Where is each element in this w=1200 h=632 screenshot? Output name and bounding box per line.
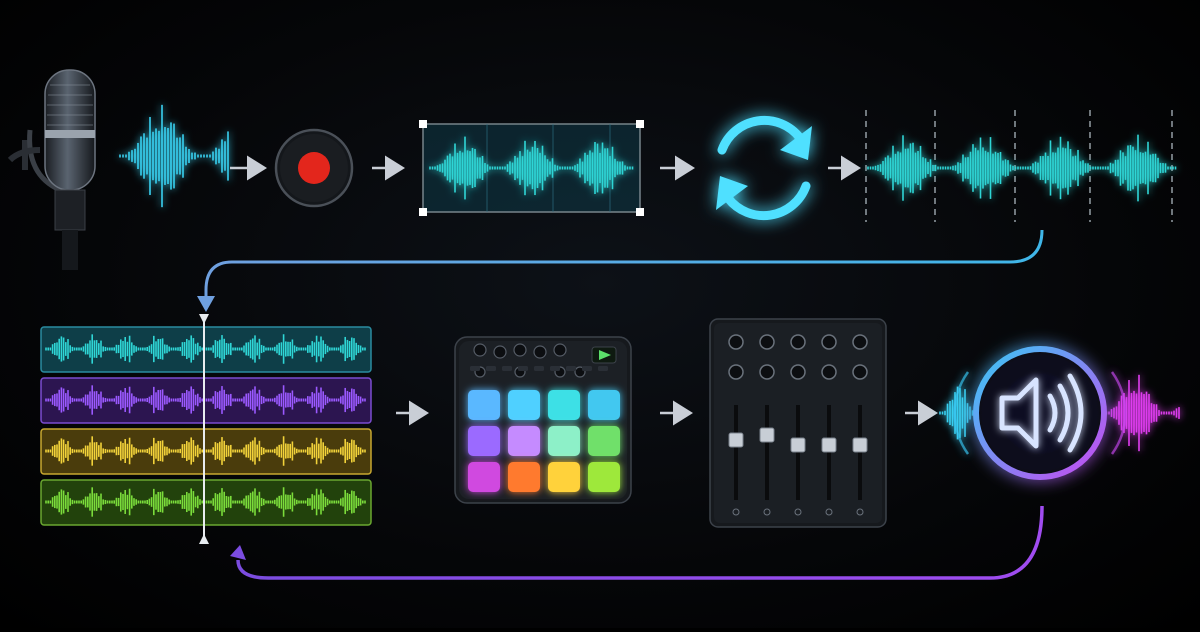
drum-pad <box>548 390 580 420</box>
knob <box>759 364 775 380</box>
fader-cap <box>821 437 837 453</box>
control-button <box>534 366 544 371</box>
drum-pad <box>468 390 500 420</box>
drum-pad <box>508 462 540 492</box>
track-waveform <box>45 334 366 364</box>
fader-cap <box>759 427 775 443</box>
microphone-icon <box>7 69 96 270</box>
channel-indicator <box>856 508 864 516</box>
channel-indicator <box>732 508 740 516</box>
control-button <box>502 366 512 371</box>
channel-indicator <box>763 508 771 516</box>
control-button <box>566 366 576 371</box>
mixer-icon <box>709 318 887 528</box>
knob <box>759 334 775 350</box>
track-waveform <box>45 487 366 517</box>
control-button <box>470 366 480 371</box>
knob <box>513 343 527 357</box>
mixer-channel <box>728 334 744 516</box>
pad-controller-icon <box>454 336 632 504</box>
channel-indicator <box>825 508 833 516</box>
drum-pad <box>548 426 580 456</box>
record-button-icon <box>274 128 354 208</box>
knob <box>473 343 487 357</box>
multitrack-icon <box>40 314 372 544</box>
selection-waveform-icon <box>419 120 644 216</box>
drum-pad <box>588 462 620 492</box>
control-button <box>550 366 560 371</box>
mixer-channel <box>852 334 868 516</box>
track-waveform <box>45 436 366 466</box>
fader-cap <box>790 437 806 453</box>
input-waveform-icon <box>119 104 229 208</box>
control-button <box>598 366 608 371</box>
knob <box>821 364 837 380</box>
drum-pad <box>468 426 500 456</box>
knob <box>533 345 547 359</box>
knob <box>790 334 806 350</box>
drum-pad <box>508 390 540 420</box>
drum-pad <box>548 462 580 492</box>
knob <box>553 343 567 357</box>
return-arrow-top <box>197 229 1044 312</box>
knob <box>728 364 744 380</box>
track-waveform <box>45 385 366 415</box>
loop-arrows-icon <box>716 115 812 221</box>
return-arrow-bottom <box>230 505 1044 580</box>
channel-indicator <box>794 508 802 516</box>
knob <box>852 334 868 350</box>
knob <box>852 364 868 380</box>
drum-pad <box>588 390 620 420</box>
knob <box>821 334 837 350</box>
mixer-channel <box>790 334 806 516</box>
drum-pad <box>588 426 620 456</box>
control-button <box>486 366 496 371</box>
control-button <box>518 366 528 371</box>
mixer-channel <box>759 334 775 516</box>
knob <box>728 334 744 350</box>
mixer-channel <box>821 334 837 516</box>
speaker-icon <box>939 346 1180 480</box>
fader-cap <box>728 432 744 448</box>
control-button <box>582 366 592 371</box>
knob <box>493 345 507 359</box>
sliced-waveform-icon <box>865 110 1177 222</box>
fader-cap <box>852 437 868 453</box>
drum-pad <box>508 426 540 456</box>
drum-pad <box>468 462 500 492</box>
knob <box>790 364 806 380</box>
